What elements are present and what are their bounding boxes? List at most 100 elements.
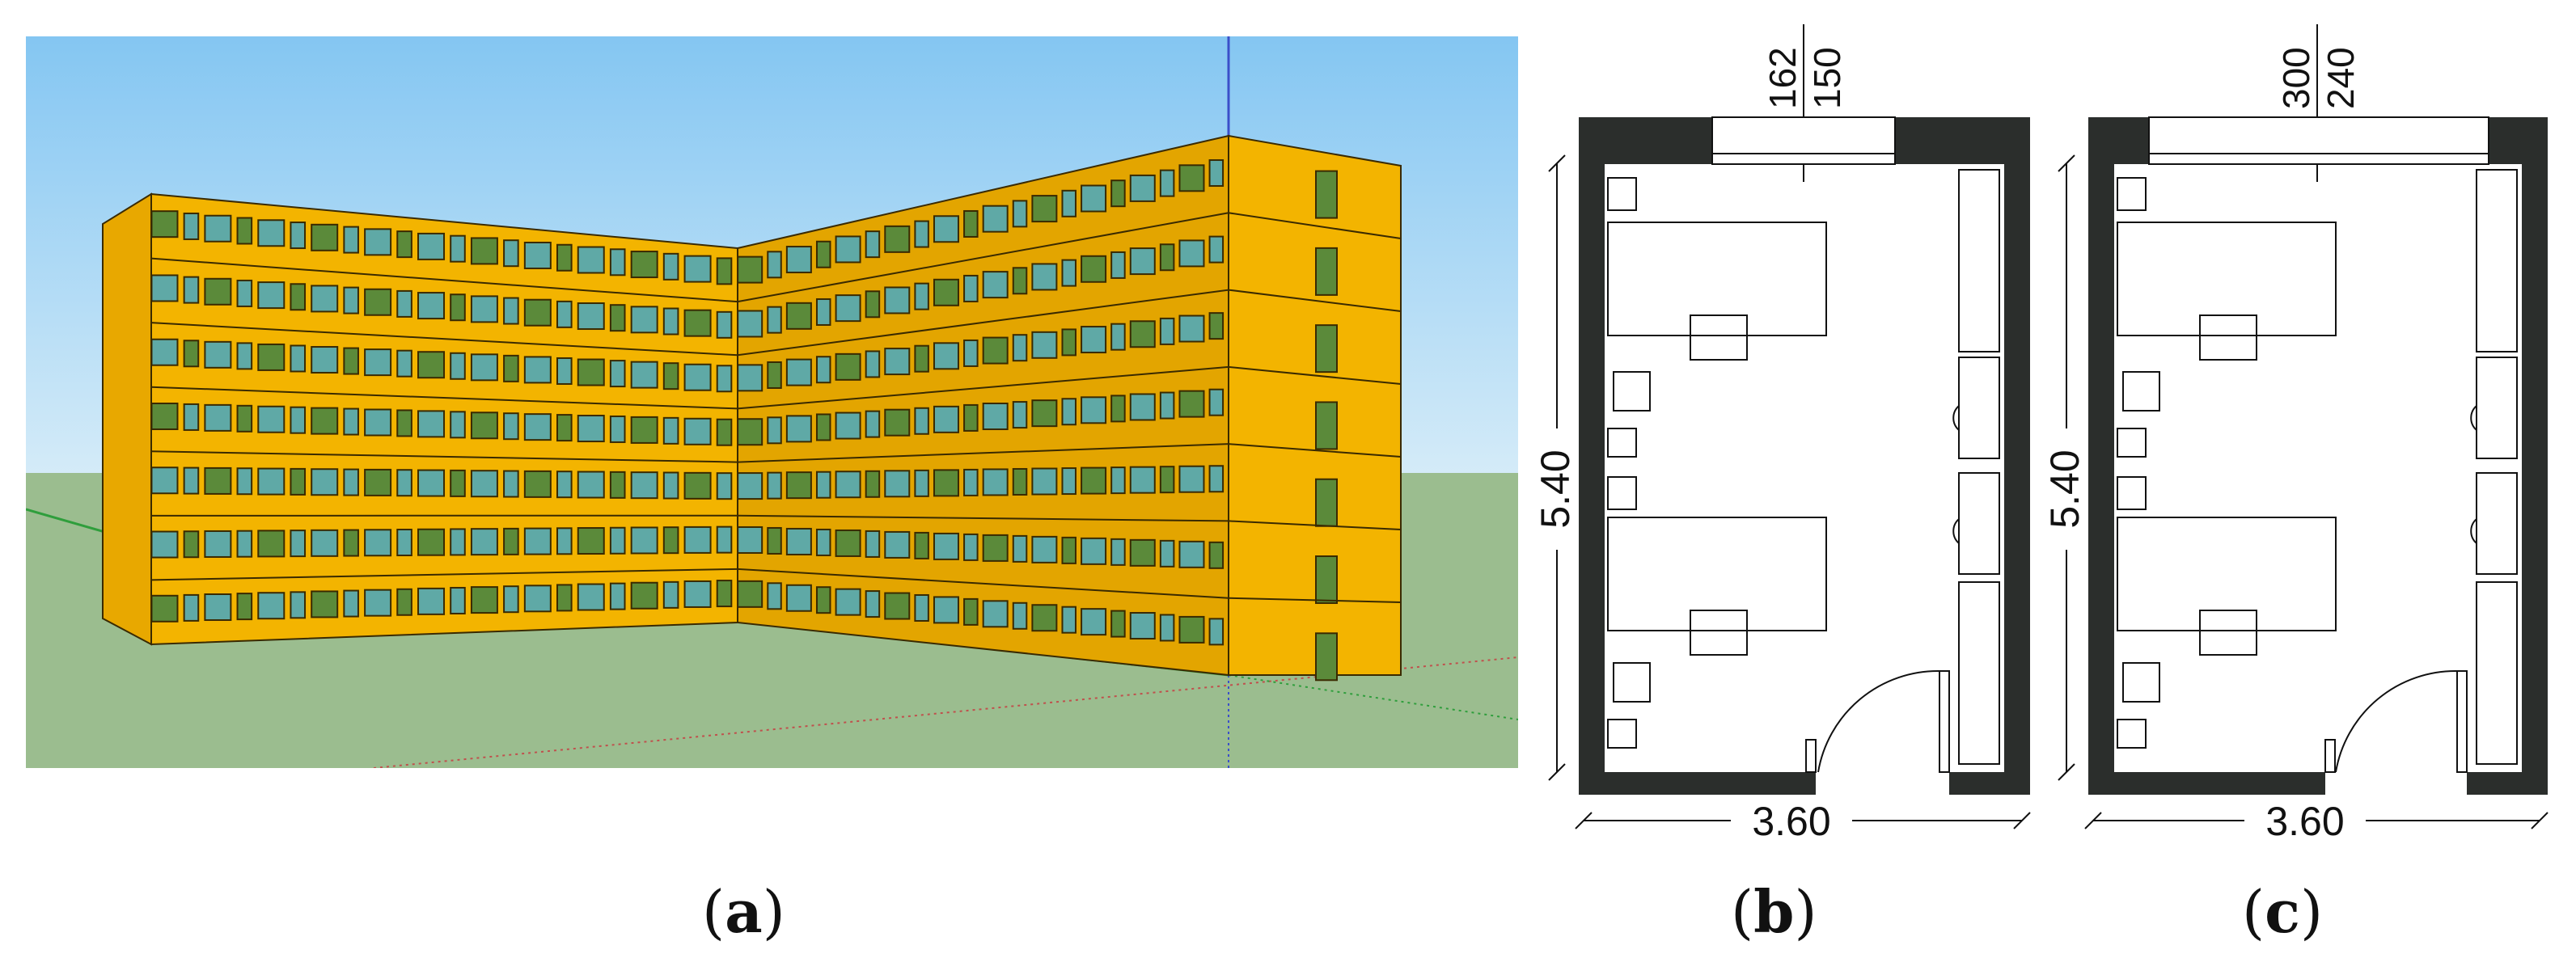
window	[835, 412, 861, 440]
window	[556, 471, 573, 499]
window	[982, 534, 1009, 562]
window	[630, 306, 658, 334]
wall-top-right	[1895, 117, 2030, 164]
window	[963, 533, 979, 561]
window	[556, 584, 573, 612]
room-width: 3.60	[1752, 799, 1830, 844]
window	[1178, 540, 1205, 568]
window	[815, 471, 831, 499]
window	[150, 402, 179, 430]
window	[257, 405, 286, 433]
window	[767, 526, 782, 555]
window	[815, 528, 831, 556]
window	[1129, 393, 1156, 421]
room-width: 3.60	[2265, 799, 2344, 844]
wall-bottom-left	[1579, 772, 1816, 795]
window	[933, 469, 959, 497]
window	[1178, 164, 1205, 192]
window	[1159, 317, 1175, 345]
window	[609, 360, 626, 388]
window	[236, 279, 253, 307]
window	[884, 225, 911, 253]
window	[556, 357, 573, 385]
window	[556, 243, 573, 272]
window-frame	[1711, 116, 1896, 165]
window	[417, 528, 446, 556]
window	[767, 361, 782, 389]
window	[785, 527, 812, 555]
window	[865, 410, 881, 438]
window	[364, 529, 392, 557]
window	[865, 530, 881, 558]
window	[417, 232, 446, 260]
window	[982, 403, 1009, 431]
caption-a: (a)	[702, 877, 785, 946]
window	[183, 403, 200, 431]
window	[311, 407, 339, 435]
window	[716, 418, 733, 446]
window	[1129, 174, 1156, 202]
window	[183, 212, 200, 240]
window	[1178, 615, 1205, 644]
window	[183, 593, 200, 622]
window	[556, 414, 573, 442]
window	[1129, 320, 1156, 348]
window	[785, 471, 812, 500]
caption-b: (b)	[1731, 877, 1817, 946]
window	[290, 222, 307, 250]
window	[737, 472, 763, 500]
window	[914, 531, 929, 559]
window	[716, 365, 733, 393]
window	[815, 240, 831, 268]
window	[311, 529, 339, 557]
window	[450, 469, 466, 497]
window	[835, 235, 861, 264]
window	[257, 530, 286, 558]
window	[1110, 395, 1126, 423]
window	[523, 527, 552, 555]
window	[963, 403, 979, 432]
window	[767, 471, 782, 500]
window	[982, 600, 1009, 628]
window	[933, 278, 959, 306]
window	[1129, 247, 1156, 276]
window	[767, 306, 782, 334]
window	[523, 470, 552, 498]
window	[933, 532, 959, 560]
wall-top-left	[2088, 117, 2149, 164]
window	[364, 348, 392, 377]
window	[1208, 159, 1225, 188]
window	[914, 282, 929, 310]
window	[1110, 538, 1126, 566]
window	[630, 251, 658, 279]
window	[1061, 606, 1077, 634]
window	[150, 466, 179, 495]
window	[630, 471, 658, 500]
window	[1129, 466, 1156, 494]
window	[683, 309, 712, 337]
window-dim-left: 300	[2275, 47, 2317, 109]
window	[1031, 535, 1058, 563]
window	[1159, 391, 1175, 420]
wall-top-right	[2489, 117, 2548, 164]
window	[577, 358, 605, 386]
wall-bottom-right	[2467, 772, 2548, 795]
window	[630, 526, 658, 555]
window	[1178, 390, 1205, 418]
window	[662, 307, 679, 336]
floor-plan-c: 300 240 5.40 3.60	[2042, 24, 2549, 844]
window-dim-right: 150	[1806, 47, 1848, 109]
window	[1031, 399, 1058, 428]
room-depth: 5.40	[1533, 450, 1578, 528]
window	[865, 590, 881, 618]
window	[343, 226, 359, 254]
window	[815, 356, 831, 384]
window	[716, 525, 733, 554]
window	[662, 416, 679, 445]
window	[204, 403, 232, 432]
window	[716, 472, 733, 500]
window	[577, 246, 605, 274]
window	[364, 408, 392, 437]
window	[236, 467, 253, 496]
window	[1315, 478, 1338, 527]
